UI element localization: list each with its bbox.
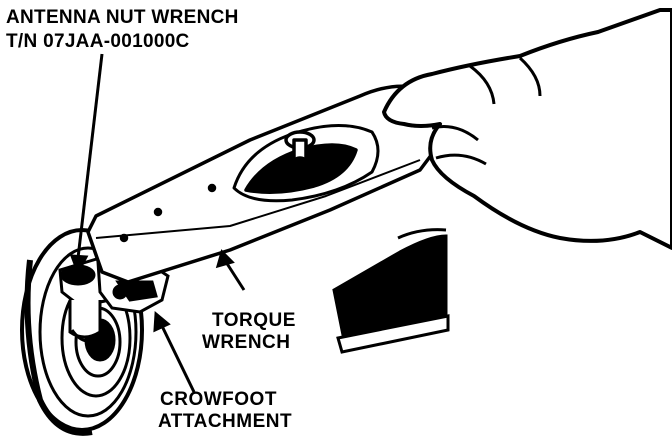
tool-name-label: ANTENNA NUT WRENCH [6,7,239,28]
tool-number-label: T/N 07JAA-001000C [6,31,190,52]
crowfoot-label-line2: ATTACHMENT [158,411,293,432]
torque-wrench [86,84,444,284]
torque-wrench-label-line1: TORQUE [212,310,296,331]
crowfoot-label-line1: CROWFOOT [160,389,277,410]
hand [382,8,672,250]
rotation-direction-arrow [332,228,450,354]
leader-lines [69,53,246,393]
torque-wrench-label-line2: WRENCH [202,332,291,353]
